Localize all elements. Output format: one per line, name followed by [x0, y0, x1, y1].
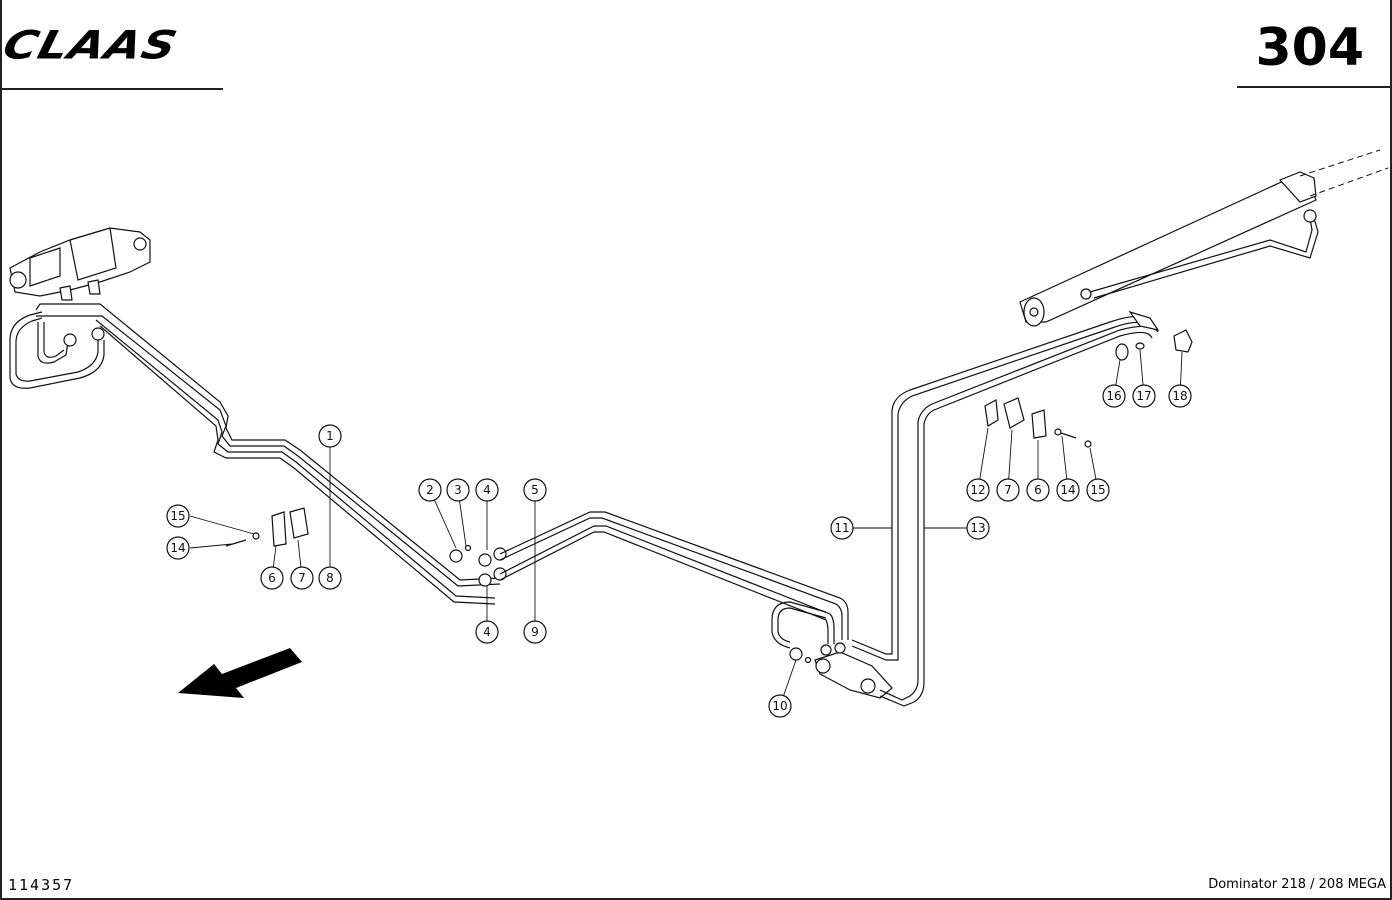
callout-6-left-label: 6	[268, 571, 276, 585]
pipe-5-9	[499, 511, 849, 649]
callout-18: 18	[1168, 384, 1192, 408]
bottom-valve	[789, 642, 893, 699]
callout-15-right-label: 15	[1090, 483, 1105, 497]
callout-6-right: 6	[1026, 478, 1050, 502]
callout-8: 8	[318, 566, 342, 590]
callout-9: 9	[523, 620, 547, 644]
header-rule-left	[0, 88, 223, 90]
callout-14-right: 14	[1056, 478, 1080, 502]
callout-4-lower: 4	[475, 620, 499, 644]
callout-15-left-label: 15	[170, 509, 185, 523]
callout-14-left-label: 14	[170, 541, 185, 555]
direction-arrow	[178, 648, 302, 698]
callout-6-left: 6	[260, 566, 284, 590]
drawing-number: 114357	[8, 876, 75, 894]
callout-13-label: 13	[970, 521, 985, 535]
callout-4-upper: 4	[475, 478, 499, 502]
callout-14-right-label: 14	[1060, 483, 1075, 497]
callout-10-label: 10	[772, 699, 787, 713]
leader-lines	[189, 349, 1183, 707]
callout-4-lower-label: 4	[483, 625, 491, 639]
callout-12-label: 12	[970, 483, 985, 497]
callout-7-right-label: 7	[1004, 483, 1012, 497]
callout-6-right-label: 6	[1034, 483, 1042, 497]
callout-15-left: 15	[166, 504, 190, 528]
callout-18-label: 18	[1172, 389, 1187, 403]
callout-13: 13	[966, 516, 990, 540]
loose-fittings-16-17-18	[1115, 329, 1193, 361]
callout-11: 11	[830, 516, 854, 540]
model-name: Dominator 218 / 208 MEGA	[1208, 877, 1386, 892]
callout-7-right: 7	[996, 478, 1020, 502]
callout-12: 12	[966, 478, 990, 502]
callout-3-label: 3	[454, 483, 462, 497]
callout-4-upper-label: 4	[483, 483, 491, 497]
page-number: 304	[1255, 18, 1364, 78]
pipe-loop-left	[9, 311, 105, 389]
callout-17-label: 17	[1136, 389, 1151, 403]
callout-17: 17	[1132, 384, 1156, 408]
callout-14-left: 14	[166, 536, 190, 560]
callout-2-label: 2	[426, 483, 434, 497]
clamp-parts-left	[225, 507, 309, 547]
pipe-1-8	[35, 303, 501, 605]
valve-block	[9, 227, 151, 301]
callout-5-label: 5	[531, 483, 539, 497]
callout-15-right: 15	[1086, 478, 1110, 502]
union-fittings	[449, 544, 507, 587]
callout-11-label: 11	[834, 521, 849, 535]
clamp-parts-right	[984, 397, 1092, 448]
hydraulic-cylinder	[1019, 149, 1389, 327]
header-rule-right	[1237, 86, 1392, 88]
callout-5: 5	[523, 478, 547, 502]
callout-7-left-label: 7	[298, 571, 306, 585]
callout-3: 3	[446, 478, 470, 502]
callout-1: 1	[318, 424, 342, 448]
callout-7-left: 7	[290, 566, 314, 590]
callout-8-label: 8	[326, 571, 334, 585]
callout-16-label: 16	[1106, 389, 1121, 403]
callout-9-label: 9	[531, 625, 539, 639]
callout-2: 2	[418, 478, 442, 502]
pipe-11-13	[851, 310, 1160, 707]
callout-16: 16	[1102, 384, 1126, 408]
callout-10: 10	[768, 694, 792, 718]
callout-1-label: 1	[326, 429, 334, 443]
